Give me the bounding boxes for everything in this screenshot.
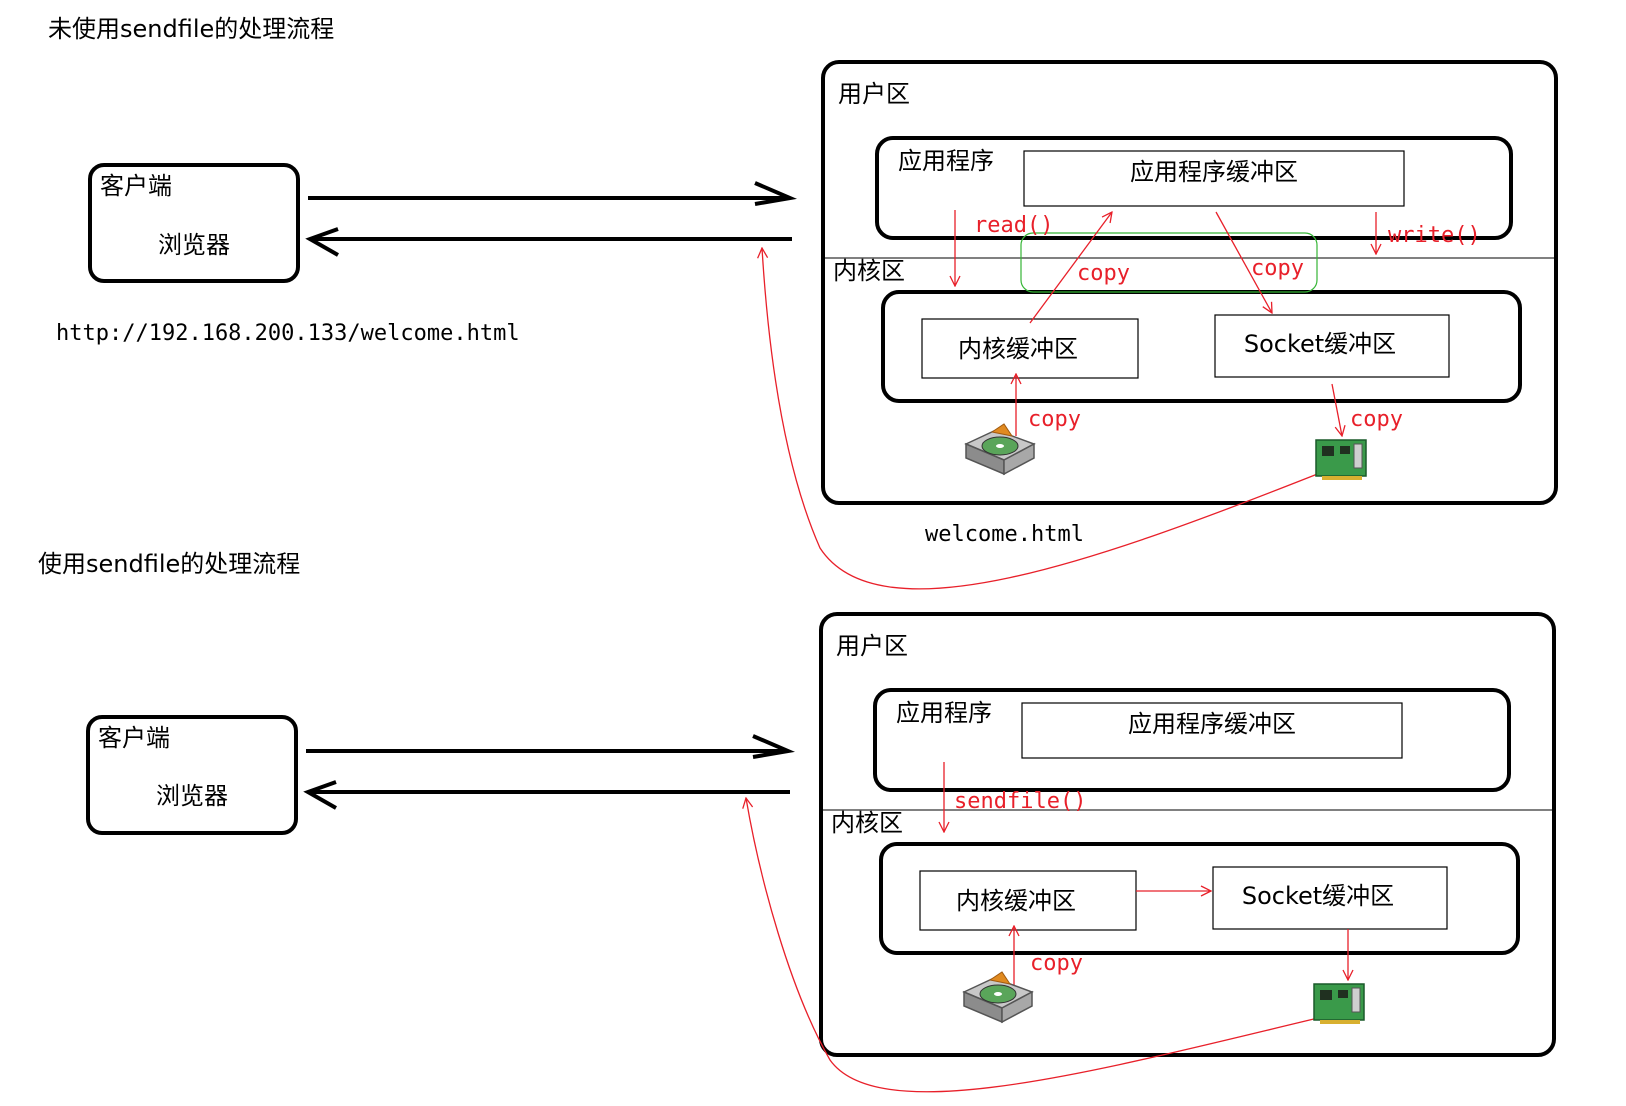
bottom-diagram: 使用sendfile的处理流程 客户端 浏览器 用户区 内核区 应用程序 应用程… [38, 550, 1556, 1093]
bottom-kernel-box [879, 842, 1520, 955]
top-read-label: read() [974, 213, 1053, 238]
bottom-client-label: 客户端 [98, 724, 170, 752]
bottom-app-box [873, 688, 1511, 792]
bottom-sendfile-label: sendfile() [954, 789, 1086, 814]
top-diagram: 未使用sendfile的处理流程 客户端 浏览器 http://192.168.… [48, 15, 1558, 590]
bottom-app-label: 应用程序 [896, 699, 992, 727]
top-app-label: 应用程序 [898, 147, 994, 175]
top-client-sub: 浏览器 [158, 231, 230, 259]
hard-disk-icon [962, 971, 1034, 1024]
top-kernel-zone-label: 内核区 [833, 257, 905, 285]
hard-disk-icon [964, 423, 1036, 476]
top-copy-up-label: copy [1077, 261, 1130, 286]
bottom-kernel-buffer-box [919, 870, 1137, 931]
top-write-label: write() [1388, 223, 1481, 248]
top-kernel-buffer-box [921, 318, 1139, 379]
top-user-zone-label: 用户区 [838, 80, 910, 108]
bottom-return-curve [746, 798, 1319, 1093]
network-card-icon [1315, 439, 1367, 480]
top-disk-copy-label: copy [1028, 407, 1081, 432]
top-file-label: welcome.html [925, 522, 1084, 547]
top-response-arrow-head [305, 227, 339, 257]
top-copy-down-label: copy [1251, 256, 1304, 281]
top-title: 未使用sendfile的处理流程 [48, 15, 334, 43]
bottom-client-box [86, 715, 298, 835]
bottom-app-buffer-box [1021, 702, 1403, 759]
top-return-curve [762, 248, 1321, 590]
top-client-box [88, 163, 300, 283]
bottom-user-zone-label: 用户区 [836, 632, 908, 660]
top-copy-down-arrow [1215, 211, 1272, 313]
top-server-box [821, 60, 1558, 505]
top-socket-buffer-label: Socket缓冲区 [1244, 330, 1396, 358]
top-app-buffer-box [1023, 150, 1405, 207]
bottom-request-arrow-head [752, 734, 796, 759]
bottom-server-box [819, 612, 1556, 1057]
bottom-disk-copy-label: copy [1030, 951, 1083, 976]
bottom-kernel-buffer-label: 内核缓冲区 [956, 887, 1076, 915]
bottom-app-buffer-label: 应用程序缓冲区 [1128, 710, 1296, 738]
bottom-title: 使用sendfile的处理流程 [38, 550, 300, 578]
top-copy-up-arrow [1029, 212, 1112, 324]
top-nic-copy-label: copy [1350, 407, 1403, 432]
top-client-label: 客户端 [100, 172, 172, 200]
bottom-response-arrow-head [303, 780, 337, 810]
top-request-arrow-head [754, 181, 798, 206]
top-url: http://192.168.200.133/welcome.html [56, 321, 520, 346]
bottom-kernel-zone-label: 内核区 [831, 809, 903, 837]
top-kernel-buffer-label: 内核缓冲区 [958, 335, 1078, 363]
network-card-icon [1313, 983, 1365, 1024]
top-socket-buffer-box [1214, 314, 1450, 378]
top-app-box [875, 136, 1513, 240]
top-nic-copy-arrow [1331, 383, 1342, 436]
bottom-socket-buffer-label: Socket缓冲区 [1242, 882, 1394, 910]
bottom-client-sub: 浏览器 [156, 782, 228, 810]
bottom-socket-buffer-box [1212, 866, 1448, 930]
top-copy-highlight [1020, 232, 1318, 293]
top-app-buffer-label: 应用程序缓冲区 [1130, 158, 1298, 186]
